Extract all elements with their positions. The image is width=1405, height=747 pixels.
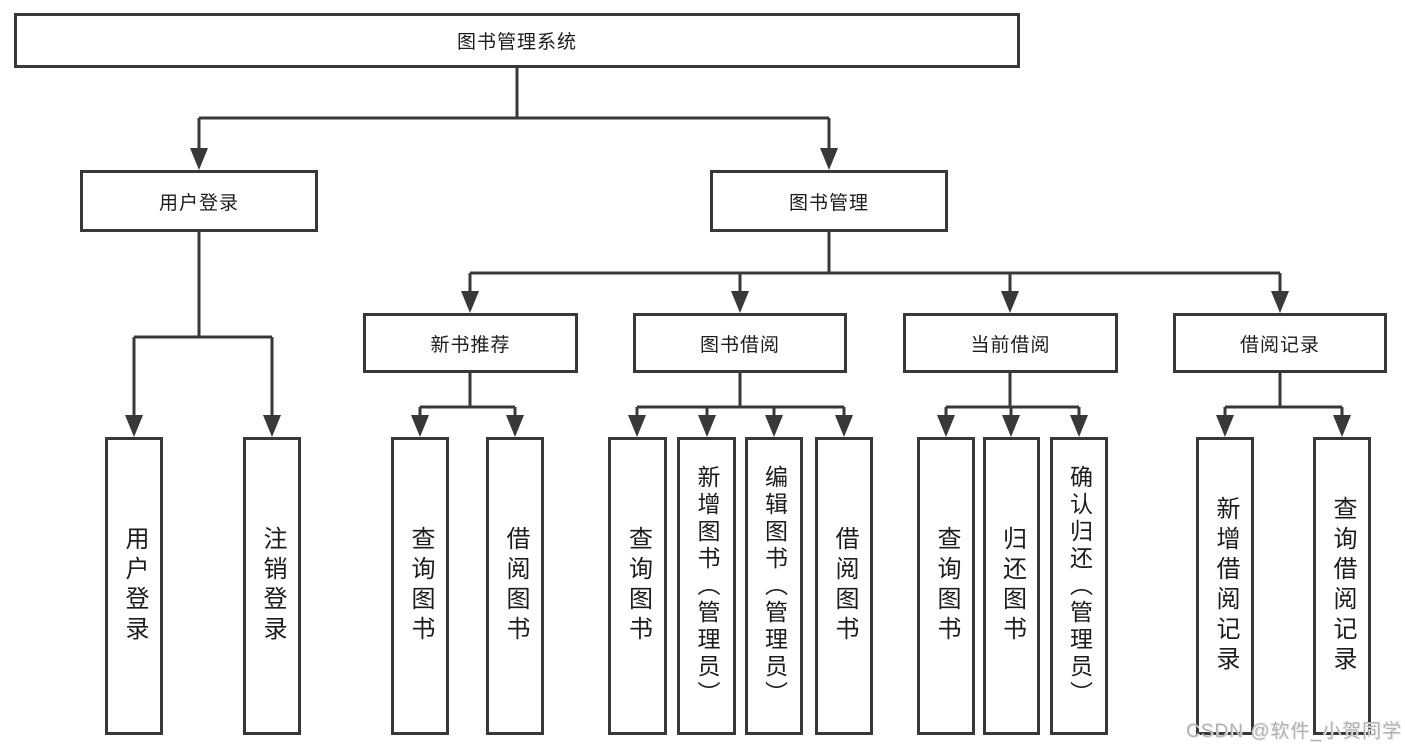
leaf-recommend-borrow-books-label: 借阅图书 <box>502 526 529 646</box>
leaf-edit-books-admin: 编辑图书（管理员） <box>745 437 803 735</box>
leaf-recommend-query-books-label: 查询图书 <box>407 526 434 646</box>
node-user-login: 用户登录 <box>80 170 318 232</box>
leaf-user-login: 用户登录 <box>105 437 163 735</box>
node-current-borrowing: 当前借阅 <box>903 313 1118 373</box>
leaf-borrowing-borrow-books: 借阅图书 <box>815 437 873 735</box>
leaf-add-borrow-record: 新增借阅记录 <box>1196 437 1254 735</box>
leaf-current-query-books: 查询图书 <box>917 437 975 735</box>
node-book-borrowing-label: 图书借阅 <box>699 334 780 356</box>
leaf-confirm-return-admin-label: 确认归还（管理员） <box>1066 464 1093 708</box>
leaf-add-books-admin-label: 新增图书（管理员） <box>694 464 720 708</box>
node-borrowing-records-label: 借阅记录 <box>1239 334 1320 356</box>
node-book-management: 图书管理 <box>710 170 948 232</box>
leaf-add-books-admin: 新增图书（管理员） <box>677 437 736 735</box>
node-borrowing-records: 借阅记录 <box>1173 313 1387 373</box>
node-book-borrowing: 图书借阅 <box>633 313 847 373</box>
arrowheads <box>125 148 1351 437</box>
leaf-edit-books-admin-label: 编辑图书（管理员） <box>761 464 788 708</box>
leaf-borrowing-query-books: 查询图书 <box>608 437 667 735</box>
leaf-borrowing-query-books-label: 查询图书 <box>624 526 652 646</box>
node-current-borrowing-label: 当前借阅 <box>970 334 1051 356</box>
leaf-return-books-label: 归还图书 <box>998 526 1026 646</box>
leaf-add-borrow-record-label: 新增借阅记录 <box>1212 496 1239 676</box>
node-user-login-label: 用户登录 <box>158 192 239 214</box>
leaf-current-query-books-label: 查询图书 <box>933 526 960 646</box>
leaf-borrowing-borrow-books-label: 借阅图书 <box>831 526 858 646</box>
node-root-label: 图书管理系统 <box>456 32 577 53</box>
leaf-recommend-borrow-books: 借阅图书 <box>486 437 544 735</box>
leaf-query-borrow-record: 查询借阅记录 <box>1313 437 1371 735</box>
leaf-logout: 注销登录 <box>243 437 301 735</box>
node-new-book-recommendation: 新书推荐 <box>363 313 578 373</box>
node-book-management-label: 图书管理 <box>788 192 869 214</box>
leaf-confirm-return-admin: 确认归还（管理员） <box>1050 437 1108 735</box>
leaf-user-login-label: 用户登录 <box>121 526 148 646</box>
leaf-logout-label: 注销登录 <box>259 526 286 646</box>
leaf-recommend-query-books: 查询图书 <box>391 437 449 735</box>
connector-paths <box>132 68 1344 418</box>
leaf-return-books: 归还图书 <box>983 437 1040 735</box>
node-root: 图书管理系统 <box>14 13 1020 68</box>
leaf-query-borrow-record-label: 查询借阅记录 <box>1329 496 1356 676</box>
csdn-watermark: CSDN @软件_小贺同学 <box>1186 721 1402 742</box>
node-new-book-recommendation-label: 新书推荐 <box>430 334 511 356</box>
